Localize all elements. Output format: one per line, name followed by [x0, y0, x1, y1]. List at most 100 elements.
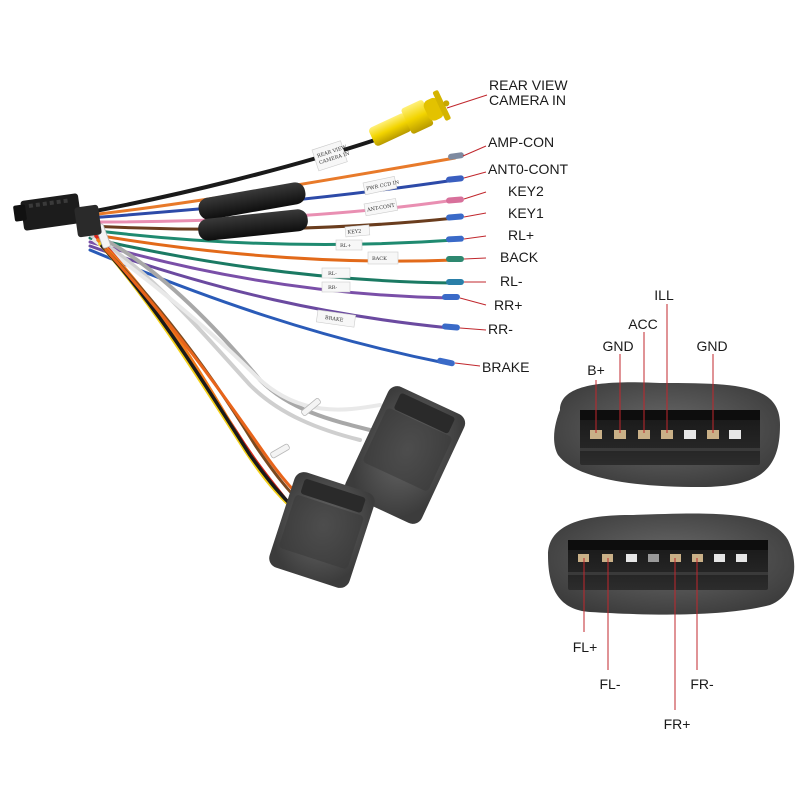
- connector-collar: [74, 204, 102, 238]
- wire-end-rr-minus: [442, 323, 460, 331]
- pin-cavity: [614, 430, 626, 439]
- pin-cavity: [714, 554, 725, 562]
- sleeve-tag-text: BACK: [372, 256, 387, 262]
- zip-tie: [270, 443, 290, 459]
- connector-latch: [13, 204, 27, 222]
- pin-cavity: [648, 554, 659, 562]
- pointer-rl-plus: [463, 235, 487, 240]
- power-connector-pins: [590, 430, 741, 439]
- sleeve-tag: [321, 267, 351, 279]
- wire-end-brake: [437, 357, 455, 367]
- label-brake: BRAKE: [482, 359, 530, 375]
- plug-body: [363, 408, 452, 491]
- pointer-back: [463, 257, 487, 260]
- label-pin-ill: ILL: [654, 287, 674, 303]
- label-pin-gnd-2: GND: [696, 338, 728, 354]
- wire-end-rl-plus: [446, 235, 464, 243]
- label-pin-b-plus: B+: [587, 362, 605, 378]
- sleeve-tag: [311, 140, 348, 172]
- pointer-ant-cont: [463, 171, 487, 179]
- wire-end-rl-minus: [446, 279, 464, 285]
- pointer-key2: [463, 191, 487, 200]
- pin-cavity: [736, 554, 747, 562]
- sleeve-tag-text: BRAKE: [325, 315, 344, 324]
- black-sleeve: [198, 209, 308, 241]
- speaker-connector: [548, 513, 795, 615]
- pin-cavity: [707, 430, 719, 439]
- wire-end-ant-cont: [446, 175, 464, 183]
- sleeve-tag-text: ANT-CONT: [366, 203, 396, 214]
- pointer-lines: [446, 94, 714, 710]
- plug-body: [279, 495, 364, 569]
- pointer-brake: [454, 362, 481, 367]
- wire-end-back: [446, 256, 464, 262]
- pin-cavity: [684, 430, 696, 439]
- wire-gray-2: [90, 234, 362, 442]
- wire-rl-plus: [88, 228, 457, 247]
- pin-cavity: [638, 430, 650, 439]
- connector-body: [20, 193, 82, 231]
- pointer-rr-plus: [459, 297, 487, 306]
- head-unit-connector: [13, 193, 102, 238]
- pin-cavity: [729, 430, 741, 439]
- plug-connector-lower: [269, 472, 375, 588]
- pin-cavity: [590, 430, 602, 439]
- sleeve-tag: [344, 224, 371, 238]
- sleeve-tag: [321, 281, 351, 293]
- wire-end-key2: [446, 196, 464, 204]
- label-rl-minus: RL-: [500, 273, 523, 289]
- sleeve-tag: [363, 198, 398, 217]
- rca-fin: [432, 90, 451, 121]
- label-pin-fl-minus: FL-: [599, 676, 621, 692]
- sleeve-tag: [315, 309, 356, 328]
- rca-pin: [443, 100, 450, 107]
- sleeve-tag: [362, 175, 398, 196]
- power-connector: [554, 382, 780, 487]
- wire-end-rr-plus: [442, 294, 460, 300]
- label-pin-fr-minus: FR-: [690, 676, 714, 692]
- label-rr-plus: RR+: [494, 297, 523, 313]
- label-pin-fr-plus: FR+: [663, 716, 691, 732]
- wire-bundle: [88, 138, 457, 520]
- black-sleeves: [198, 182, 308, 241]
- pointer-rr-minus: [459, 327, 487, 331]
- sleeve-tag-text: RL+: [340, 243, 351, 249]
- wire-ends: [437, 152, 464, 367]
- wire-rl-minus: [88, 236, 457, 285]
- wire-end-amp-con: [448, 152, 464, 160]
- wire-end-key1: [446, 213, 464, 221]
- pointer-amp-con: [462, 145, 487, 157]
- wire-back: [88, 232, 457, 263]
- rca-connector: [369, 90, 451, 146]
- label-pin-acc: ACC: [628, 316, 658, 332]
- pin-cavity: [661, 430, 673, 439]
- sleeve-tags: REAR VIEW CAMERA IN PWR CCD IN ANT-CONT …: [311, 140, 400, 328]
- label-rl-plus: RL+: [508, 227, 535, 243]
- wire-black-2: [100, 244, 307, 520]
- label-rear-view-line-2: CAMERA IN: [489, 92, 567, 108]
- label-rr-minus: RR-: [488, 321, 513, 337]
- rca-body: [369, 113, 412, 146]
- pointer-key1: [463, 212, 487, 218]
- label-pin-fl-plus: FL+: [572, 639, 598, 655]
- plug-opening: [394, 393, 455, 434]
- label-rear-view-line-1: REAR VIEW: [489, 77, 568, 93]
- sleeve-tag-text: KEY2: [347, 229, 361, 236]
- label-ant-cont: ANT0-CONT: [488, 161, 569, 177]
- wire-rr-plus: [88, 240, 452, 300]
- pointer-rear-view: [446, 94, 488, 109]
- label-amp-con: AMP-CON: [488, 134, 555, 150]
- label-key2: KEY2: [508, 183, 544, 199]
- sleeve-tag-text: RR-: [328, 285, 338, 291]
- zip-tie: [301, 398, 321, 416]
- sleeve-tag: [367, 251, 399, 265]
- label-pin-gnd-1: GND: [602, 338, 634, 354]
- label-key1: KEY1: [508, 205, 544, 221]
- plug-opening: [300, 479, 366, 513]
- plug-connector-upper: [344, 386, 466, 524]
- label-back: BACK: [500, 249, 539, 265]
- speaker-connector-slot: [568, 540, 768, 590]
- sleeve-tag: [335, 239, 363, 251]
- black-sleeve: [198, 182, 306, 220]
